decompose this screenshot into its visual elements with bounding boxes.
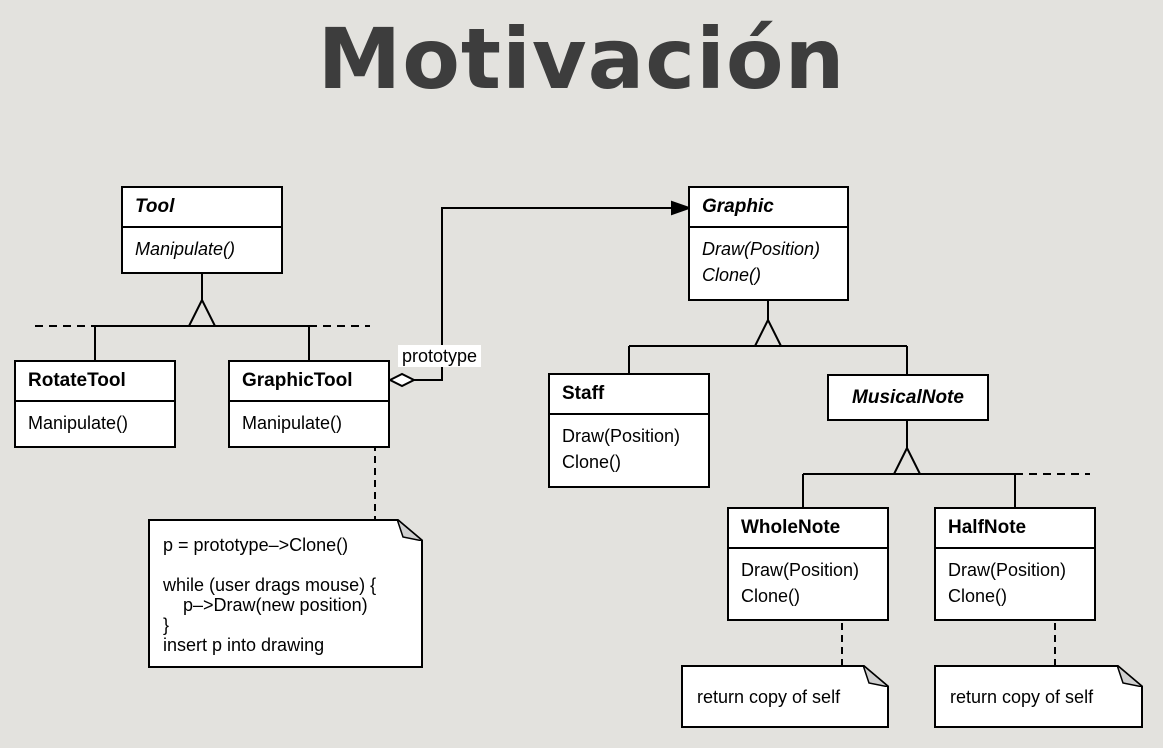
class-name: Graphic xyxy=(690,188,847,228)
class-name: Tool xyxy=(123,188,281,228)
association-arrowhead xyxy=(671,200,693,216)
class-operations: Manipulate() xyxy=(16,402,174,436)
operation: Draw(Position) xyxy=(948,560,1067,580)
note-line: while (user drags mouse) { xyxy=(163,575,377,595)
prototype-association xyxy=(414,207,676,381)
note-line: p–>Draw(new position) xyxy=(163,595,368,615)
graphic-inheritance-triangle xyxy=(753,317,783,347)
note-line: } xyxy=(163,615,170,635)
class-graphic: Graphic Draw(Position) Clone() xyxy=(688,186,849,301)
operation: Manipulate() xyxy=(135,239,236,259)
graphic-tool-implementation-note: p = prototype–>Clone() while (user drags… xyxy=(148,519,423,668)
operation: Clone() xyxy=(741,586,801,606)
class-graphic-tool: GraphicTool Manipulate() xyxy=(228,360,390,448)
note-fold-icon xyxy=(863,665,889,687)
operation: Draw(Position) xyxy=(741,560,860,580)
operation: Clone() xyxy=(948,586,1008,606)
class-name: Staff xyxy=(550,375,708,415)
page-title: Motivación xyxy=(317,10,846,108)
aggregation-diamond xyxy=(387,372,417,388)
half-note-implementation-note: return copy of self xyxy=(934,665,1143,728)
class-half-note: HalfNote Draw(Position) Clone() xyxy=(934,507,1096,621)
note-line: return copy of self xyxy=(697,687,841,707)
note-line: p = prototype–>Clone() xyxy=(163,535,349,555)
class-operations: Draw(Position) Clone() xyxy=(729,549,887,609)
class-name: RotateTool xyxy=(16,362,174,402)
association-label: prototype xyxy=(398,345,482,367)
class-operations: Manipulate() xyxy=(123,228,281,262)
operation: Clone() xyxy=(702,265,762,285)
class-name: WholeNote xyxy=(729,509,887,549)
tool-inheritance-triangle xyxy=(187,297,217,327)
operation: Draw(Position) xyxy=(562,426,681,446)
class-name: MusicalNote xyxy=(852,386,964,408)
note-line: insert p into drawing xyxy=(163,635,325,655)
note-fold-icon xyxy=(397,519,423,541)
class-operations: Manipulate() xyxy=(230,402,388,436)
operation: Clone() xyxy=(562,452,622,472)
class-rotate-tool: RotateTool Manipulate() xyxy=(14,360,176,448)
class-operations: Draw(Position) Clone() xyxy=(690,228,847,288)
musical-note-inheritance-triangle xyxy=(892,445,922,475)
class-name: GraphicTool xyxy=(230,362,388,402)
class-operations: Draw(Position) Clone() xyxy=(550,415,708,475)
class-staff: Staff Draw(Position) Clone() xyxy=(548,373,710,488)
operation: Draw(Position) xyxy=(702,239,821,259)
class-operations: Draw(Position) Clone() xyxy=(936,549,1094,609)
operation: Manipulate() xyxy=(28,413,129,433)
note-fold-icon xyxy=(1117,665,1143,687)
class-name: HalfNote xyxy=(936,509,1094,549)
operation: Manipulate() xyxy=(242,413,343,433)
class-whole-note: WholeNote Draw(Position) Clone() xyxy=(727,507,889,621)
note-line: return copy of self xyxy=(950,687,1094,707)
class-musical-note: MusicalNote xyxy=(827,374,989,421)
class-tool: Tool Manipulate() xyxy=(121,186,283,274)
whole-note-implementation-note: return copy of self xyxy=(681,665,889,728)
